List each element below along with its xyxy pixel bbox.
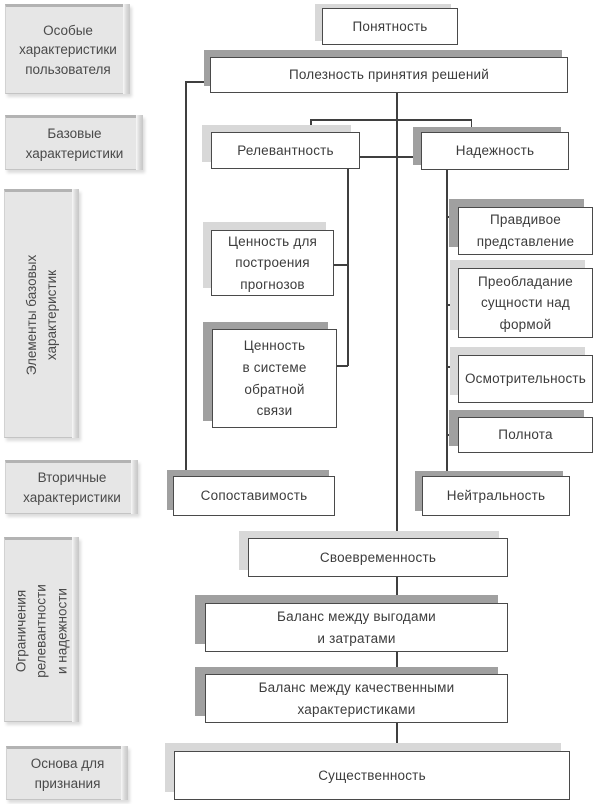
connector-stub-osmotritelnost [446,366,458,368]
node-feedback-value: Ценность в системе обратной связи [212,329,337,428]
connector-left-stub [185,81,211,83]
legend-label: Вторичные характеристики [23,470,121,505]
node-relevance: Релевантность [211,132,360,169]
node-faithful-representation: Правдивое представление [458,207,593,255]
node-predictive-value: Ценность для построения прогнозов [211,230,334,296]
connector-stub-polnota [446,434,458,436]
connector-left-vertical [185,81,187,476]
connector-stub-pravdivoe [446,216,458,218]
node-materiality: Существенность [174,751,570,800]
legend-user-characteristics: Особые характеристики пользователя [5,4,130,94]
connector-split-horizontal [310,119,472,121]
node-neutrality: Нейтральность [422,476,570,516]
node-prudence: Осмотрительность [458,355,593,403]
legend-secondary-characteristics: Вторичные характеристики [5,460,138,514]
connector-reliability-branch [446,170,448,476]
connector-timeliness-balance1 [396,577,398,603]
legend-label-vertical: Элементы базовых характеристик [23,254,59,375]
legend-recognition-basis: Основа для признания [6,746,128,800]
legend-label-vertical: Ограничения релевантности и надежности [13,583,70,678]
connector-relevance-branch [347,169,349,366]
node-completeness: Полнота [458,417,593,453]
node-benefit-cost-balance: Баланс между выгодами и затратами [205,603,508,652]
node-comparability: Сопоставимость [173,476,335,516]
connector-stub-svyazi [337,365,348,367]
legend-label: Базовые характеристики [25,125,124,161]
connector-relevance-reliability [360,156,421,158]
node-decision-usefulness: Полезность принятия решений [210,57,568,93]
legend-label: Основа для признания [30,756,105,791]
connector-balance1-balance2 [396,652,398,674]
legend-elements-of-base-characteristics: Элементы базовых характеристик [4,189,79,438]
connector-split-drop-right [470,119,472,132]
legend-constraints: Ограничения релевантности и надежности [4,537,79,722]
connector-split-drop-left [310,119,312,132]
node-substance-over-form: Преобладание сущности над формой [458,268,593,338]
connector-stub-preobladanie [446,304,458,306]
connector-stub-prognozov [334,264,347,266]
node-timeliness: Своевременность [248,538,508,577]
connector-center-spine [396,93,398,538]
connector-balance2-materiality [396,723,398,751]
node-reliability: Надежность [421,132,569,170]
node-understandability: Понятность [322,8,458,45]
node-qualitative-balance: Баланс между качественными характеристик… [205,674,508,723]
legend-label: Особые характеристики пользователя [19,22,117,77]
legend-base-characteristics: Базовые характеристики [5,115,143,170]
